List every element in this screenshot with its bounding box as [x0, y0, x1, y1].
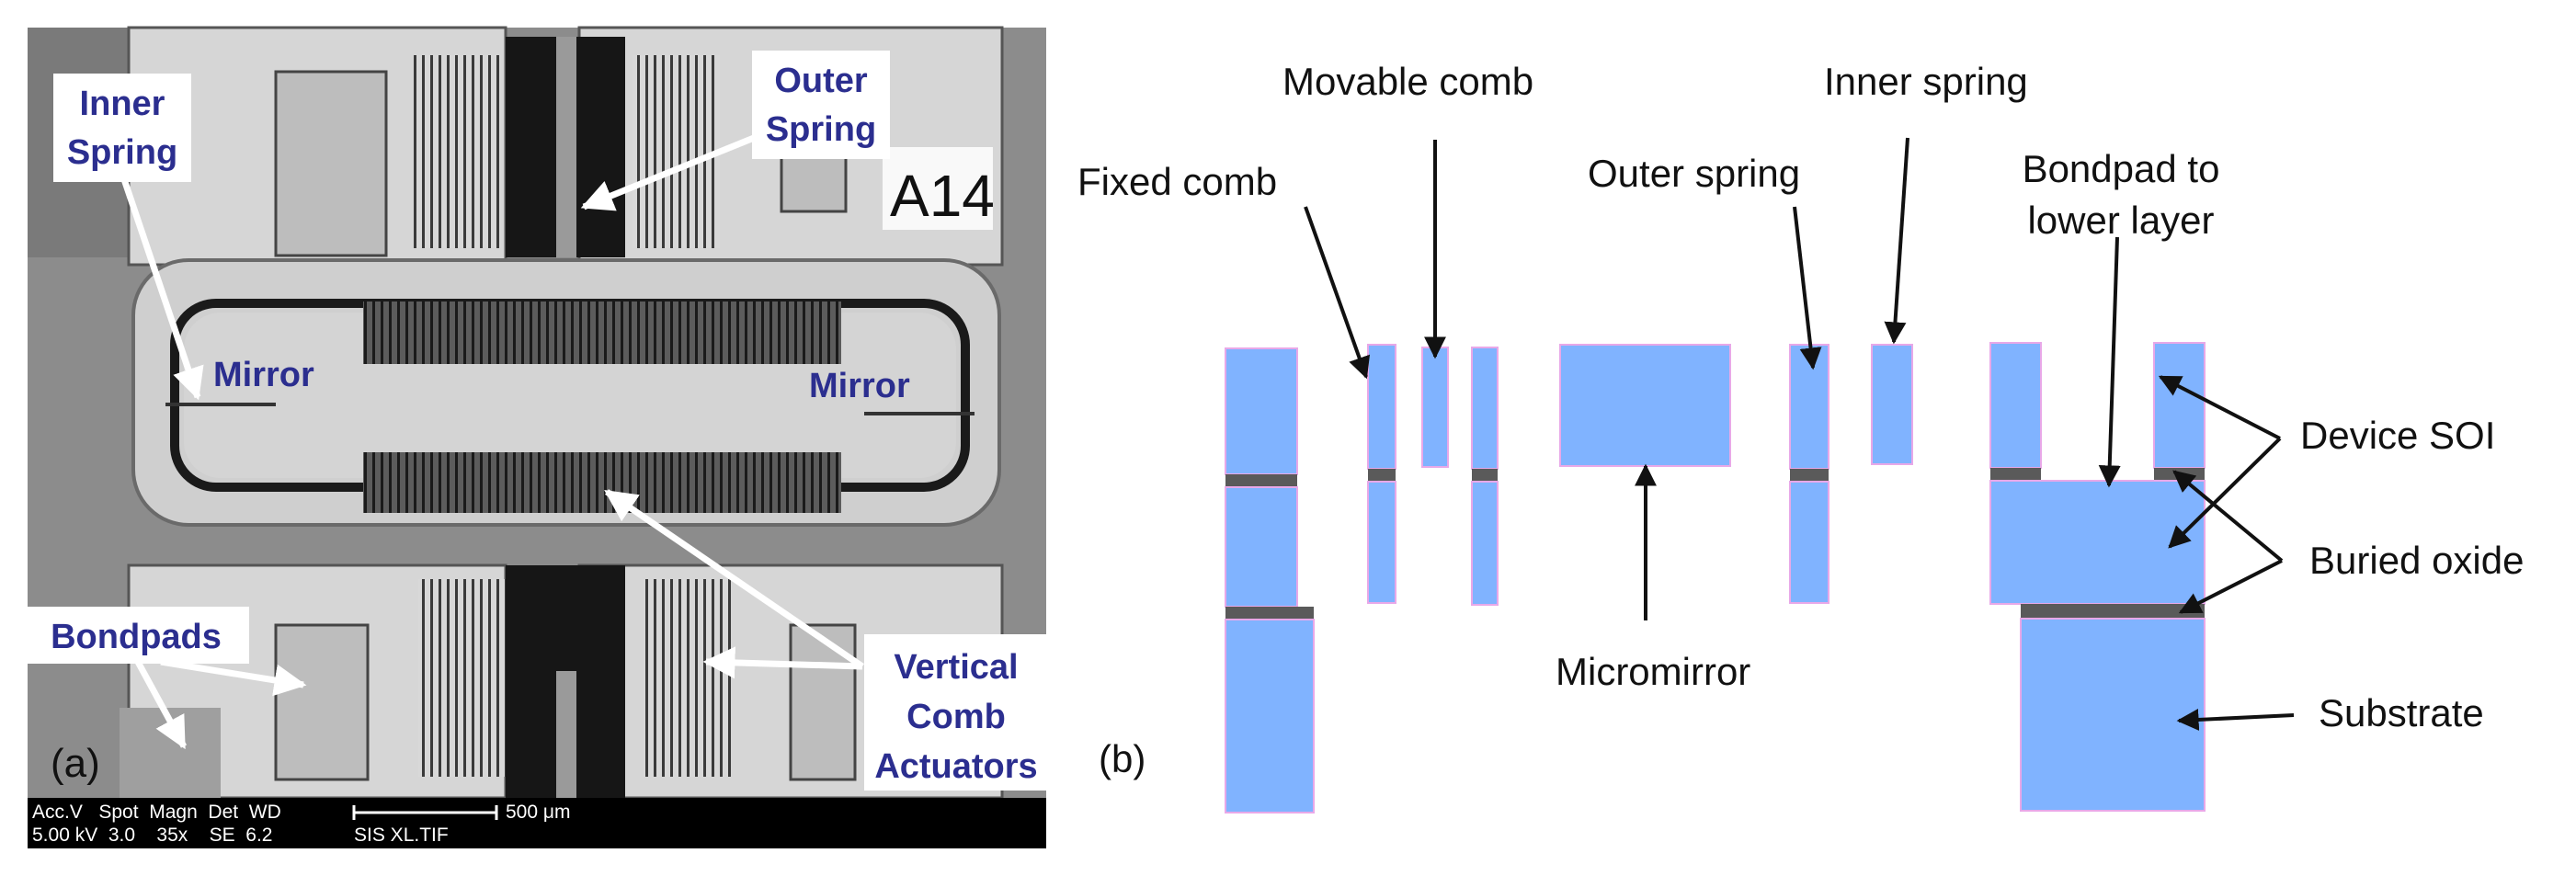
- right-anchor-device-left: [1989, 342, 2042, 469]
- arrow-outer-spring: [580, 134, 756, 211]
- label-vca-2: Comb: [906, 698, 1006, 736]
- label-box-chip-id: [883, 147, 993, 230]
- bottom-bondpad-right: [789, 623, 857, 781]
- label-outer-spring: Outer spring: [1588, 152, 1800, 195]
- label-device-soi: Device SOI: [2300, 414, 2495, 457]
- arrow-substrate: [2176, 708, 2295, 731]
- bondpad-block: [1989, 480, 2206, 605]
- label-bondpad-1: Bondpad to: [2023, 147, 2220, 190]
- databar-row1: Acc.V Spot Magn Det WD: [32, 802, 281, 823]
- anchor-left-oxide-2: [1225, 607, 1314, 620]
- anchor-left-middle: [1225, 486, 1298, 608]
- right-anchor-device-right: [2153, 342, 2206, 469]
- databar-filename: SIS XL.TIF: [354, 825, 449, 846]
- fixed-comb-2-oxide: [1472, 469, 1498, 482]
- top-center-beam: [556, 37, 576, 257]
- mirror-comb-lower: [363, 452, 841, 513]
- top-comb-right: [633, 55, 720, 248]
- label-buried-oxide: Buried oxide: [2309, 539, 2524, 582]
- label-box-bondpads: [23, 607, 249, 664]
- fixed-comb-finger-upper: [1367, 344, 1396, 470]
- bottom-bondpad-left: [274, 623, 370, 781]
- label-substrate: Substrate: [2319, 691, 2484, 734]
- label-fixed-comb: Fixed comb: [1077, 160, 1277, 203]
- label-bondpad-2: lower layer: [2027, 199, 2214, 242]
- arrow-device-soi-1: [2158, 375, 2281, 440]
- bottom-comb-right: [644, 579, 731, 777]
- arrow-buried-oxide-2: [2178, 559, 2283, 614]
- outer-spring-lower: [1789, 481, 1829, 604]
- movable-comb-finger: [1421, 347, 1449, 468]
- anchor-left-oxide-1: [1225, 474, 1297, 487]
- fixed-comb-finger-2-upper: [1471, 347, 1499, 470]
- arrow-inner-spring: [1884, 137, 1909, 345]
- arrow-inner-spring: [120, 177, 204, 401]
- right-anchor-substrate: [2020, 618, 2206, 812]
- right-anchor-oxide-right: [2154, 468, 2205, 481]
- top-bondpad-left: [274, 70, 388, 257]
- panel-b-label: (b): [1099, 737, 1146, 780]
- label-micromirror: Micromirror: [1556, 650, 1750, 693]
- outer-spring-upper: [1789, 344, 1829, 470]
- structure-layers: [1225, 342, 2206, 813]
- databar-scale-label: 500 μm: [506, 802, 570, 823]
- label-box-outer-spring: [752, 51, 890, 159]
- label-chip-id: A14: [890, 163, 995, 229]
- anchor-left-device: [1225, 347, 1298, 475]
- mirror-comb-upper: [363, 301, 841, 364]
- anchor-left-substrate: [1225, 619, 1315, 813]
- right-anchor-oxide-left: [1990, 468, 2041, 481]
- label-vca-3: Actuators: [874, 747, 1037, 786]
- fixed-comb-oxide: [1368, 469, 1396, 482]
- label-inner-spring: Inner spring: [1824, 60, 2028, 103]
- label-movable-comb: Movable comb: [1282, 60, 1533, 103]
- arrow-bondpads-1: [134, 660, 188, 750]
- databar-row2: 5.00 kV 3.0 35x SE 6.2: [32, 825, 273, 846]
- arrow-vca-1: [604, 489, 864, 669]
- label-inner-spring-1: Inner: [80, 85, 165, 123]
- label-box-inner-spring: [53, 74, 191, 182]
- micromirror-block: [1559, 344, 1731, 467]
- arrow-device-soi-2: [2168, 437, 2282, 549]
- fixed-comb-finger-lower: [1367, 481, 1396, 604]
- arrow-buried-oxide-1: [2172, 470, 2284, 563]
- label-outer-spring-2: Spring: [766, 110, 876, 149]
- label-box-vca: [864, 634, 1046, 791]
- label-vca-1: Vertical: [894, 648, 1018, 687]
- arrow-outer-spring: [1793, 206, 1822, 370]
- arrow-bondpads-2: [160, 658, 307, 697]
- outer-spring-oxide: [1790, 469, 1829, 482]
- label-mirror-right: Mirror: [809, 367, 910, 405]
- label-outer-spring-1: Outer: [774, 62, 868, 100]
- panel-a-label: (a): [51, 741, 100, 786]
- sem-databar: [28, 798, 1046, 848]
- label-inner-spring-2: Spring: [67, 133, 177, 172]
- arrow-fixed-comb: [1304, 206, 1371, 380]
- bottom-center-beam: [556, 671, 576, 798]
- bottom-comb-left: [418, 579, 506, 777]
- sem-micrograph-panel: Inner Spring Outer Spring Mirror Mirror …: [23, 26, 1046, 848]
- top-comb-left: [414, 55, 501, 248]
- label-bondpads: Bondpads: [51, 618, 222, 656]
- inner-spring-block: [1871, 344, 1913, 465]
- label-mirror-left: Mirror: [213, 356, 314, 394]
- fixed-comb-finger-2-lower: [1471, 481, 1499, 606]
- arrow-vca-2: [702, 646, 863, 679]
- arrow-bondpad: [2098, 236, 2121, 488]
- right-anchor-oxide-lower: [2021, 604, 2205, 619]
